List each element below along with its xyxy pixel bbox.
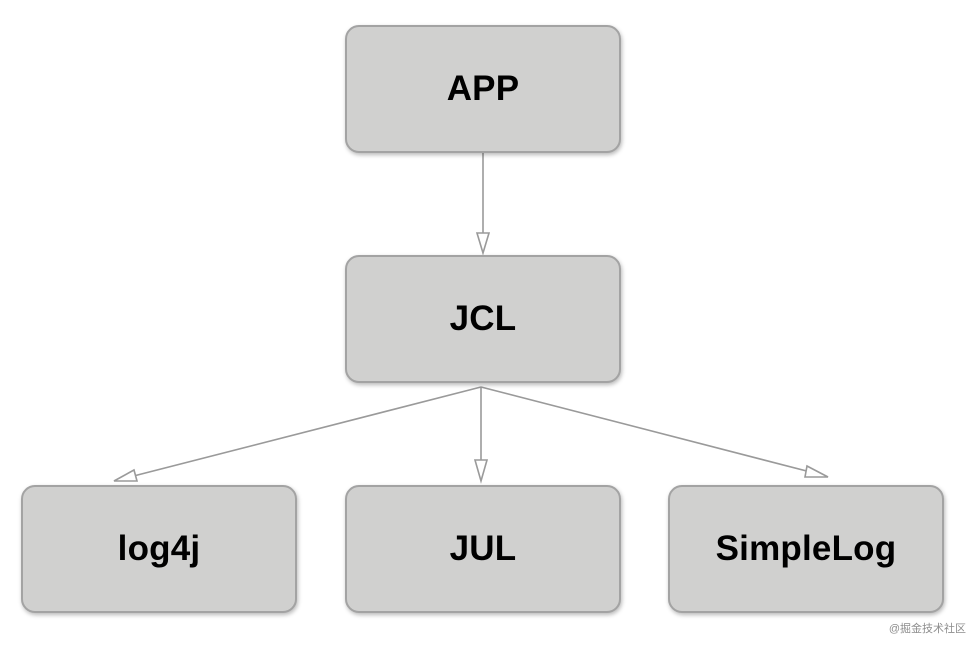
arrowhead-jul bbox=[473, 459, 489, 484]
node-jul: JUL bbox=[345, 485, 621, 613]
watermark: @掘金技术社区 bbox=[888, 623, 966, 635]
node-log4j-label: log4j bbox=[117, 529, 201, 568]
node-simplelog: SimpleLog bbox=[668, 485, 944, 613]
node-log4j: log4j bbox=[21, 485, 297, 613]
arrowhead-simplelog bbox=[804, 464, 829, 478]
node-app: APP bbox=[345, 25, 621, 153]
node-jcl-label: JCL bbox=[449, 299, 517, 338]
arrowhead-jcl bbox=[475, 232, 491, 256]
node-jcl: JCL bbox=[345, 255, 621, 383]
node-app-label: APP bbox=[446, 69, 520, 108]
node-jul-label: JUL bbox=[449, 529, 517, 568]
arrowhead-log4j bbox=[113, 468, 139, 482]
edge-jcl-simplelog bbox=[480, 386, 827, 477]
node-simplelog-label: SimpleLog bbox=[715, 529, 897, 568]
edge-jcl-log4j bbox=[117, 386, 482, 481]
